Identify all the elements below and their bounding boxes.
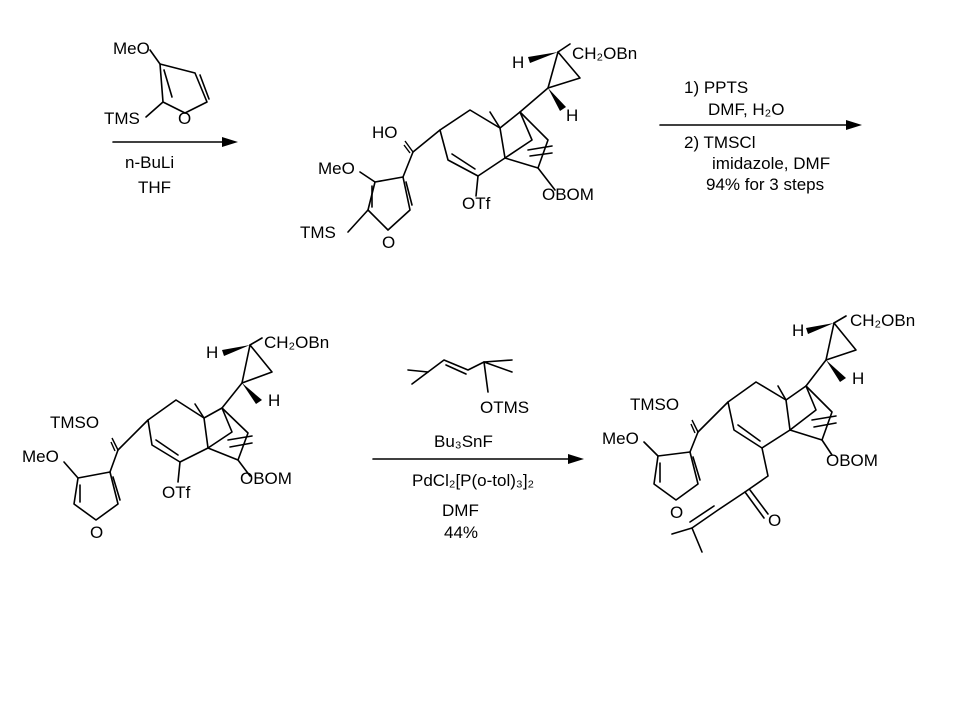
p2-otf: OTf	[162, 483, 191, 502]
step-yield: 94% for 3 steps	[706, 175, 824, 194]
reaction-arrow-3: OTMS Bu₃SnF PdCl₂[P(o-tol)₃]₂ DMF 44%	[372, 359, 584, 542]
p1-ho: HO	[372, 123, 398, 142]
reagent-nbuli: n-BuLi	[125, 153, 174, 172]
p1-otf: OTf	[462, 194, 491, 213]
p2-h-bottom: H	[268, 391, 280, 410]
p2-ch2obn: CH₂OBn	[264, 333, 329, 352]
furan-meo-label: MeO	[113, 39, 150, 58]
step2-cond: imidazole, DMF	[712, 154, 830, 173]
p1-h-bottom: H	[566, 106, 578, 125]
p2-obom: OBOM	[240, 469, 292, 488]
p1-ch2obn: CH₂OBn	[572, 44, 637, 63]
furan-tms-label: TMS	[104, 109, 140, 128]
diene-otms: OTMS	[480, 398, 529, 417]
starting-furan: MeO TMS O	[104, 39, 210, 128]
furan-o-label: O	[178, 109, 191, 128]
p2-o: O	[90, 523, 103, 542]
solvent-dmf: DMF	[442, 501, 479, 520]
p3-ch2obn: CH₂OBn	[850, 311, 915, 330]
catalyst: PdCl₂[P(o-tol)₃]₂	[412, 471, 534, 490]
reaction-arrow-1: n-BuLi THF	[112, 137, 238, 197]
step1-ppts: 1) PPTS	[684, 78, 748, 97]
product-2: H CH₂OBn H OTf OBOM TMSO MeO O	[22, 333, 329, 542]
step1-cond: DMF, H₂O	[708, 100, 784, 119]
p1-tms: TMS	[300, 223, 336, 242]
p3-ketone-o: O	[768, 511, 781, 530]
p3-h-bottom: H	[852, 369, 864, 388]
p1-h-top: H	[512, 53, 524, 72]
p3-h-top: H	[792, 321, 804, 340]
p2-meo: MeO	[22, 447, 59, 466]
p1-o: O	[382, 233, 395, 252]
p1-meo: MeO	[318, 159, 355, 178]
yield-44: 44%	[444, 523, 478, 542]
reagent-bu3snf: Bu₃SnF	[434, 432, 493, 451]
step2-tmscl: 2) TMSCl	[684, 133, 755, 152]
p1-obom: OBOM	[542, 185, 594, 204]
p3-tmso: TMSO	[630, 395, 679, 414]
p3-obom: OBOM	[826, 451, 878, 470]
p3-meo: MeO	[602, 429, 639, 448]
solvent-thf: THF	[138, 178, 171, 197]
product-1: H CH₂OBn H OTf OBOM HO MeO TMS O	[300, 43, 637, 252]
p3-o: O	[670, 503, 683, 522]
product-3: H CH₂OBn H OBOM O TMSO MeO O	[602, 311, 915, 553]
p2-h-top: H	[206, 343, 218, 362]
reaction-arrow-2: 1) PPTS DMF, H₂O 2) TMSCl imidazole, DMF…	[659, 78, 862, 194]
p2-tmso: TMSO	[50, 413, 99, 432]
